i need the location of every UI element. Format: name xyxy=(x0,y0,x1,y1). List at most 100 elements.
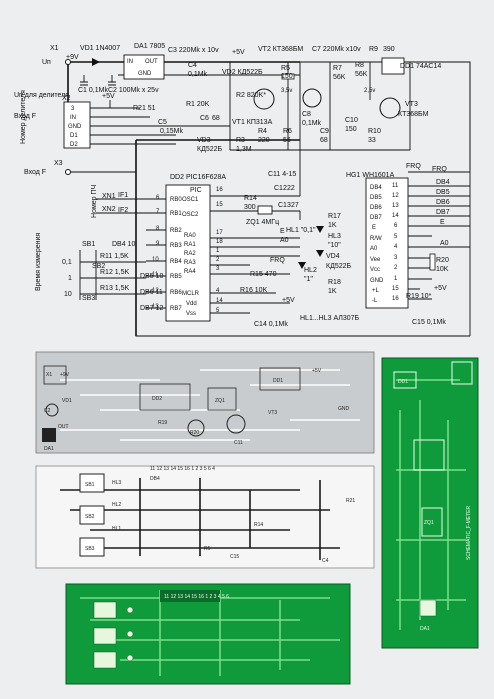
svg-text:OSC1: OSC1 xyxy=(182,197,199,203)
r7-label: R7 xyxy=(333,65,342,72)
zq1-crystal xyxy=(257,205,273,215)
svg-text:1: 1 xyxy=(394,276,398,282)
if2-label: IF2 xyxy=(118,207,128,214)
r10-value: 33 xyxy=(368,137,376,144)
green-sb1 xyxy=(93,601,117,619)
svg-text:R11 1,5K: R11 1,5K xyxy=(100,253,129,260)
svg-text:E: E xyxy=(440,219,445,226)
svg-text:18: 18 xyxy=(216,239,223,245)
svg-text:E: E xyxy=(372,225,376,231)
green-right-label: SCHEMATIC_F-METER xyxy=(466,506,472,560)
da1-regulator xyxy=(123,54,165,80)
dd1-label: DD1 74AC14 xyxy=(400,63,441,70)
pcb-plus5v: +5V xyxy=(312,368,322,374)
r18-value: 1K xyxy=(328,288,337,295)
svg-text:MCLR: MCLR xyxy=(182,291,200,297)
osc-frq-label: FRQ xyxy=(270,257,285,264)
svg-text:RB5: RB5 xyxy=(170,274,182,280)
pcb-vt3: VT3 xyxy=(268,410,277,416)
pcb-white-pins: 11 12 13 14 15 16 1 2 3 5 6 4 xyxy=(150,466,215,472)
c9-label: C9 xyxy=(320,128,329,135)
c12-value: 22 xyxy=(287,185,295,192)
svg-text:Vee: Vee xyxy=(370,257,381,263)
c14-label: C14 0,1Mk xyxy=(254,321,288,328)
dd1-schmitt xyxy=(381,57,405,75)
svg-text:RB7: RB7 xyxy=(170,306,182,312)
r2-label: R2 820K* xyxy=(236,92,266,99)
r7-value: 56K xyxy=(333,74,346,81)
green-sb3 xyxy=(93,651,117,669)
svg-text:RB3: RB3 xyxy=(170,243,182,249)
svg-text:RB0: RB0 xyxy=(170,197,182,203)
pcb-c2: C2 xyxy=(44,408,51,414)
svg-text:11: 11 xyxy=(152,272,159,278)
dd2-label: DD2 PIC16F628A xyxy=(170,174,226,181)
v35-label: 3,5v xyxy=(281,88,292,94)
svg-text:R13 1,5K: R13 1,5K xyxy=(100,285,130,292)
if1-label: IF1 xyxy=(118,192,128,199)
svg-text:RB1: RB1 xyxy=(170,211,182,217)
sb3-label: SB3 xyxy=(82,295,95,302)
svg-text:5: 5 xyxy=(394,234,398,240)
pcb-r20: R20 xyxy=(190,430,199,436)
svg-text:0,1: 0,1 xyxy=(62,259,72,266)
vt2-transistor xyxy=(302,88,322,108)
plus5v-x2: +5V xyxy=(102,93,115,100)
un-label: Uп xyxy=(42,59,51,66)
r6-label: R6 xyxy=(283,128,292,135)
r16-label: R16 10K xyxy=(240,287,268,294)
c13-value: 27 xyxy=(291,202,299,209)
input-f2-label: Вход F xyxy=(24,169,46,176)
input-f-label: Вход F xyxy=(14,113,36,120)
r1-label: R1 20K xyxy=(186,101,210,108)
svg-text:FRQ: FRQ xyxy=(432,166,447,173)
x2-label: X2 xyxy=(62,95,71,102)
svg-text:17: 17 xyxy=(216,230,223,236)
svg-text:R12 1,5K: R12 1,5K xyxy=(100,269,130,276)
r21-label: R21 51 xyxy=(133,105,156,112)
xn2-label: XN2 xyxy=(102,206,116,213)
svg-text:RB6: RB6 xyxy=(170,290,182,296)
svg-text:DB7: DB7 xyxy=(370,215,382,221)
c8-label: C8 xyxy=(302,111,311,118)
hl3-value: "10" xyxy=(328,242,341,249)
plus9v-label: +9V xyxy=(66,54,79,61)
r19-label: R19 10* xyxy=(406,293,432,300)
svg-text:3: 3 xyxy=(71,106,75,112)
c8-value: 0,1Mk xyxy=(302,120,322,127)
pcb-green-right: DD1 ZQ1 DA1 SCHEMATIC_F-METER xyxy=(381,357,479,649)
svg-text:16: 16 xyxy=(216,187,223,193)
pcb-dd1: DD1 xyxy=(273,378,283,384)
svg-text:DB5: DB5 xyxy=(370,195,382,201)
vt2-label: VT2 КТ368БМ xyxy=(258,46,303,53)
svg-text:6: 6 xyxy=(156,195,160,201)
svg-text:DB5 10: DB5 10 xyxy=(140,273,163,280)
pcb-hl3: HL3 xyxy=(112,480,121,486)
svg-text:DB6 11: DB6 11 xyxy=(140,289,163,296)
svg-text:DB6: DB6 xyxy=(436,199,450,206)
r14-value: 300 xyxy=(244,204,256,211)
r20-label: R20 xyxy=(436,257,449,264)
hl2-value: "1" xyxy=(304,276,313,283)
svg-text:A0: A0 xyxy=(440,240,449,247)
svg-text:8: 8 xyxy=(156,226,160,232)
zq1-label: ZQ1 4МГц xyxy=(246,219,279,226)
c2-label: C2 100Mk x 25v xyxy=(108,87,159,94)
r18-label: R18 xyxy=(328,279,341,286)
measure-time-label: Время измерения xyxy=(35,233,42,291)
svg-text:DB5: DB5 xyxy=(436,189,450,196)
vt3-value: КТ368БМ xyxy=(398,111,429,118)
pcb-hl2: HL2 xyxy=(112,502,121,508)
pch-number-label: Номер ПЧ xyxy=(91,184,98,218)
r14-label: R14 xyxy=(244,195,257,202)
plus5v-top: +5V xyxy=(232,49,245,56)
svg-text:2: 2 xyxy=(216,257,220,263)
vt3-label: VT3 xyxy=(405,101,418,108)
svg-text:IN: IN xyxy=(70,115,76,121)
r15-label: R15 470 xyxy=(250,271,277,278)
pcb-c11: C11 xyxy=(234,440,243,446)
pcb-db4: DB4 xyxy=(150,476,160,482)
hl1-label: HL1 "0,1" xyxy=(286,227,316,234)
svg-text:1: 1 xyxy=(216,248,220,254)
leds-footer: HL1...HL3 АЛ307Б xyxy=(300,315,360,322)
